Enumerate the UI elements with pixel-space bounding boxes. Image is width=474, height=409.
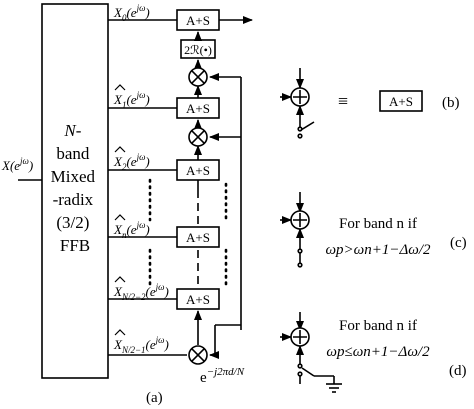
svg-text:A+S: A+S xyxy=(186,230,210,245)
as-block-1: A+S xyxy=(176,97,220,119)
real-part-label: 2ℛ(•) xyxy=(184,43,212,57)
svg-text:A+S: A+S xyxy=(186,13,210,28)
input-label: X(ejω) xyxy=(1,156,33,173)
svg-text:A+S: A+S xyxy=(186,292,210,307)
output-label-2: X2(ejω) xyxy=(113,152,150,172)
panel-b-as-block xyxy=(379,90,423,112)
as-block-2: A+S xyxy=(176,159,220,181)
hat-marks xyxy=(114,84,126,336)
panel-d-label: (d) xyxy=(449,363,467,379)
output-label-n2-1: XN/2−1(ejω) xyxy=(113,335,169,355)
panel-c-symbol xyxy=(280,192,310,268)
panel-c-condition-expr: ωp>ωn+1−Δω/2 xyxy=(325,242,431,258)
as-block-n2-2: A+S xyxy=(176,288,220,310)
panel-b-symbol xyxy=(280,68,315,139)
as-block-0: A+S xyxy=(176,9,220,31)
panel-d-condition-title: For band n if xyxy=(339,318,417,334)
panel-b-as-label: A+S xyxy=(389,94,413,109)
multiplier-3 xyxy=(188,345,208,365)
panel-d-condition-expr: ωp≤ωn+1−Δω/2 xyxy=(326,344,430,360)
as-block-n: A+S xyxy=(176,226,220,248)
twiddle-label: e−j2πd/N xyxy=(200,366,245,386)
output-label-1: X1(ejω) xyxy=(113,90,150,110)
panel-a-label: (a) xyxy=(146,390,163,406)
svg-text:A+S: A+S xyxy=(186,163,210,178)
panel-c-label: (c) xyxy=(450,235,467,251)
multiplier-1 xyxy=(188,67,208,87)
panel-d-symbol xyxy=(280,312,342,393)
panel-b-label: (b) xyxy=(442,95,460,111)
svg-text:A+S: A+S xyxy=(186,101,210,116)
panel-c-condition-title: For band n if xyxy=(339,216,417,232)
ffb-label: N- band Mixed -radix (3/2) FFB xyxy=(51,121,100,255)
ffb-block xyxy=(41,3,109,379)
equivalence-symbol: ≡ xyxy=(338,91,348,111)
multiplier-2 xyxy=(188,127,208,147)
